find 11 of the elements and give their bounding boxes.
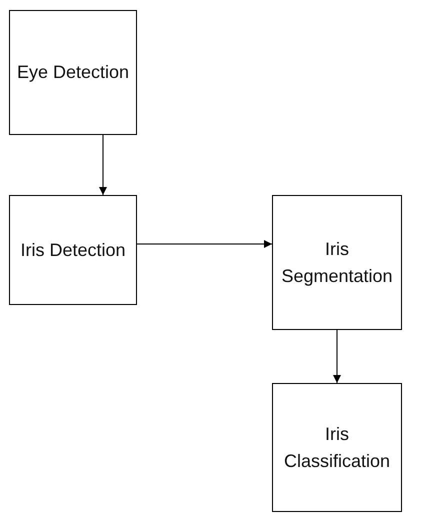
- process-box: [9, 10, 137, 135]
- arrow: [333, 330, 341, 384]
- box-label: Iris Detection: [20, 238, 126, 262]
- arrow: [99, 134, 107, 196]
- process-box: [272, 383, 402, 512]
- process-box: [9, 195, 137, 305]
- arrow: [136, 240, 272, 248]
- box-label: Iris Segmentation: [280, 238, 394, 288]
- box-label: Eye Detection: [16, 61, 130, 84]
- box-label: Iris Classification: [282, 423, 392, 472]
- process-box: [272, 195, 402, 330]
